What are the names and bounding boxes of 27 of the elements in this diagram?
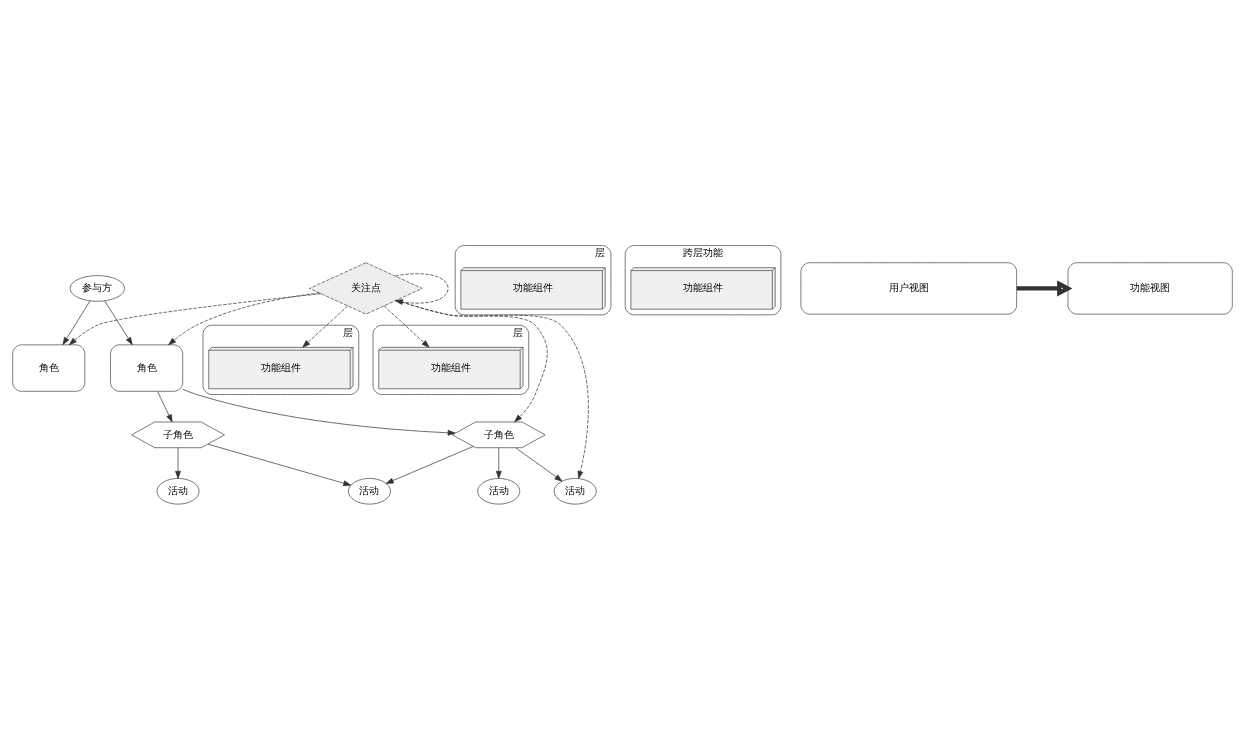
node-ellipse: 活动: [156, 478, 200, 505]
arrow: [157, 391, 173, 423]
arrow: [182, 388, 456, 436]
arrow: [383, 305, 430, 348]
node-box: 角色: [110, 344, 184, 392]
node-ellipse: 活动: [477, 478, 521, 505]
arrow: [396, 299, 589, 479]
arrow: [1016, 280, 1073, 297]
node-ellipse: 活动: [348, 478, 391, 505]
arrow: [395, 273, 449, 305]
arrow: [68, 293, 322, 346]
arrow: [396, 299, 548, 423]
arrow: [515, 447, 563, 482]
node-box: 用户视图: [800, 262, 1017, 315]
arrow: [168, 292, 320, 346]
arrow: [175, 447, 181, 479]
arrow: [62, 300, 91, 345]
arrow: [207, 443, 352, 486]
arrow: [385, 446, 474, 484]
arrow: [495, 447, 502, 479]
node-ellipse: 活动: [553, 478, 597, 505]
arrow: [302, 305, 348, 348]
node-ellipse: 参与方: [69, 275, 125, 302]
arrow: [104, 300, 133, 345]
node-box: 功能视图: [1067, 262, 1233, 315]
node-diamond: 关注点: [309, 262, 423, 315]
node-box: 角色: [12, 344, 86, 392]
